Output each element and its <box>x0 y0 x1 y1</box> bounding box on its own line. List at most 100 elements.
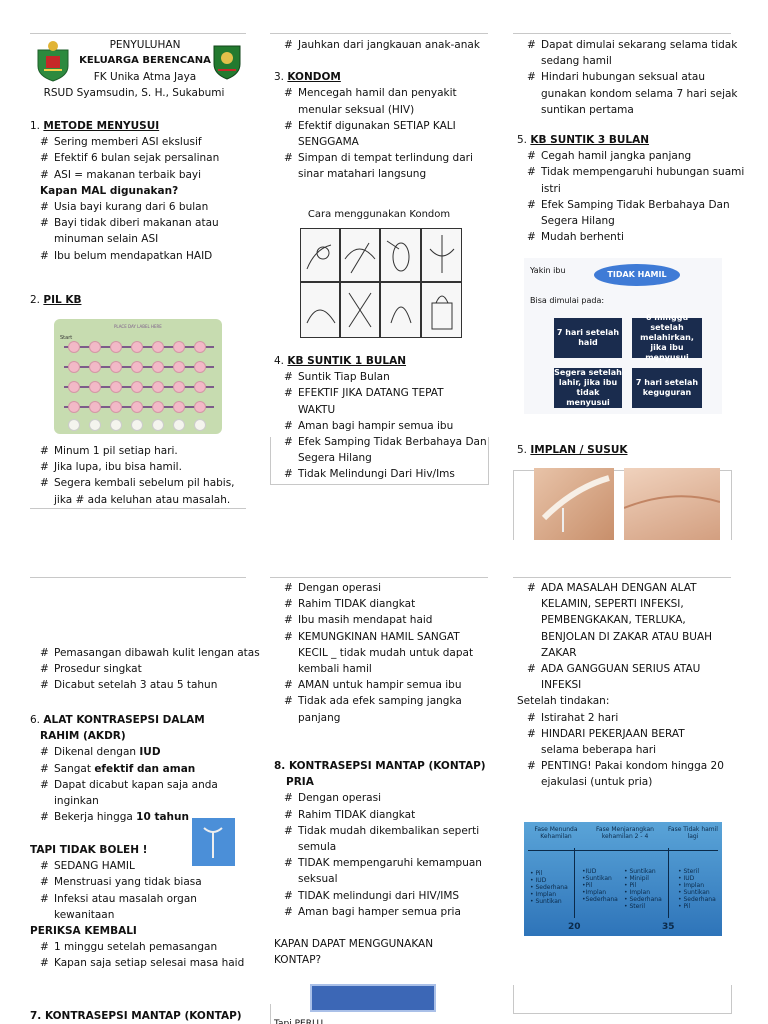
section-pil-kb: 2. PIL KB <box>30 292 246 308</box>
section-number: 5. <box>517 134 528 146</box>
section-title: ALAT KONTRASEPSI DALAM <box>43 714 205 726</box>
list-item: Ibu belum mendapatkan HAID <box>54 249 213 262</box>
list-item: Mudah berhenti <box>541 231 624 244</box>
sub-heading: TAPI TIDAK BOLEH ! <box>30 844 148 856</box>
list-item: Ibu masih mendapat haid <box>298 614 433 627</box>
pill <box>131 361 143 373</box>
timeline-header: Fase Menunda Kehamilan <box>534 826 578 840</box>
header-line: PENYULUHAN <box>109 39 181 51</box>
list-item-cont: ZAKAR <box>541 646 577 659</box>
list-item-cont: kembali hamil <box>298 663 372 676</box>
pill <box>152 401 164 413</box>
infographic-text: Bisa dimulai pada: <box>530 296 605 305</box>
list-item: Pemasangan dibawah kulit lengan atas <box>54 647 260 659</box>
section-akdr: 6. ALAT KONTRASEPSI DALAM RAHIM (AKDR) #… <box>30 712 246 825</box>
pill <box>89 401 101 413</box>
list-item: Istirahat 2 hari <box>541 711 619 724</box>
list-item: HINDARI PEKERJAAN BERAT <box>541 727 685 740</box>
list-item: Tidak ada efek samping jangka <box>298 695 462 708</box>
section-number: 1. <box>30 120 41 132</box>
divider <box>513 470 514 540</box>
infographic-box: 6 minggu setelah melahirkan, jika ibu me… <box>632 313 702 362</box>
list-item: ADA GANGGUAN SERIUS ATAU <box>541 663 701 676</box>
list-item: Menstruasi yang tidak biasa <box>54 876 202 889</box>
divider <box>270 484 488 485</box>
list-item: Dengan operasi <box>298 792 381 805</box>
pill <box>68 341 80 353</box>
list-item: Aman bagi hamper semua pria <box>298 905 461 918</box>
divider <box>270 577 488 578</box>
timeline-col: • Steril• IUD• Implan• Suntikan• Sederha… <box>678 868 716 910</box>
list-item-cont: suntikan pertama <box>541 103 634 116</box>
divider <box>270 437 271 485</box>
list-item: ASI = makanan terbaik bayi <box>54 168 202 181</box>
timeline-col: • Suntikan• Minipil• Pil• Implan• Sederh… <box>624 868 662 910</box>
list-item-cont: semula <box>298 841 337 854</box>
divider <box>30 508 246 509</box>
pill <box>68 361 80 373</box>
logo-right <box>212 40 246 82</box>
list-item: Dengan operasi <box>298 582 381 594</box>
list-item: KEMUNGKINAN HAMIL SANGAT <box>298 630 460 643</box>
list-item-cont: BENJOLAN DI ZAKAR ATAU BUAH <box>541 630 713 643</box>
header-title: KELUARGA BERENCANA <box>79 55 211 67</box>
list-item: Bayi tidak diberi makanan atau <box>54 217 219 230</box>
pill <box>110 341 122 353</box>
implan-notes: #Pemasangan dibawah kulit lengan atas #P… <box>30 645 260 694</box>
divider <box>731 470 732 540</box>
pill <box>131 341 143 353</box>
pil-kb-notes: #Minum 1 pil setiap hari. #Jika lupa, ib… <box>30 443 246 508</box>
condom-caption: Cara menggunakan Kondom <box>307 209 451 220</box>
list-item: Segera kembali sebelum pil habis, <box>54 477 235 490</box>
list-item: AMAN untuk hampir semua ibu <box>298 679 462 692</box>
emphasis: efektif dan aman <box>94 762 196 775</box>
list-item-cont: minuman selain ASI <box>54 233 159 246</box>
list-item: Dapat dimulai sekarang selama tidak <box>541 39 738 51</box>
header-line: FK Unika Atma Jaya <box>93 71 197 84</box>
kb-phase-timeline-image: Fase Menunda Kehamilan Fase Menjarangkan… <box>524 822 722 936</box>
list-item: Tidak mudah dikembalikan seperti <box>298 824 480 837</box>
implant-arm-photo <box>623 468 721 540</box>
divider <box>30 33 246 34</box>
pill <box>68 401 80 413</box>
section-title: KONDOM <box>287 71 341 84</box>
section-number: 6. <box>30 714 41 726</box>
list-item: Sering memberi ASI ekslusif <box>54 136 202 149</box>
list-item: Kapan saja setiap selesai masa haid <box>54 957 245 970</box>
list-item-cont: SENGGAMA <box>298 136 359 149</box>
timeline-age: 20 <box>568 922 581 932</box>
pill <box>194 381 206 393</box>
divider <box>513 577 731 578</box>
infographic-box: 7 hari setelah keguguran <box>632 368 702 408</box>
suntik-3-bulan-infographic: Yakin ibu TIDAK HAMIL Bisa dimulai pada:… <box>524 258 722 414</box>
list-item: Aman bagi hampir semua ibu <box>298 419 454 432</box>
list-item: Prosedur singkat <box>54 663 142 676</box>
list-item-cont: inginkan <box>54 795 99 808</box>
pill <box>152 419 164 431</box>
pill <box>89 361 101 373</box>
list-item: EFEKTIF JIKA DATANG TEPAT <box>298 387 444 400</box>
section-title: PIL KB <box>43 294 82 306</box>
list-item: Sangat <box>54 762 95 775</box>
pill <box>131 419 143 431</box>
pill <box>173 419 185 431</box>
list-item-cont: ejakulasi (untuk pria) <box>541 776 653 789</box>
list-item: Hindari hubungan seksual atau <box>541 71 705 84</box>
list-item: Infeksi atau masalah organ <box>54 892 197 905</box>
list-item-cont: WAKTU <box>298 403 336 416</box>
section-tapi-tidak-boleh: TAPI TIDAK BOLEH ! #SEDANG HAMIL #Menstr… <box>30 842 246 972</box>
timeline-header: Fase Menjarangkan kehamilan 2 - 4 <box>596 826 654 840</box>
list-item: Simpan di tempat terlindung dari <box>298 152 473 165</box>
header-line: RSUD Syamsudin, S. H., Sukabumi <box>43 87 225 99</box>
section-kondom: #Jauhkan dari jangkauan anak-anak 3. KON… <box>274 37 488 183</box>
kapan-kontap: KAPAN DAPAT MENGGUNAKAN KONTAP? <box>274 936 488 968</box>
pill <box>173 381 185 393</box>
pill <box>89 419 101 431</box>
pill <box>173 361 185 373</box>
list-item-cont: PEMBENGKAKAN, TERLUKA, <box>541 614 686 627</box>
iud-photo <box>192 818 235 866</box>
divider <box>270 1004 271 1024</box>
question: KAPAN DAPAT MENGGUNAKAN <box>274 938 434 950</box>
divider <box>30 577 246 578</box>
list-item: Bekerja hingga <box>54 811 137 824</box>
